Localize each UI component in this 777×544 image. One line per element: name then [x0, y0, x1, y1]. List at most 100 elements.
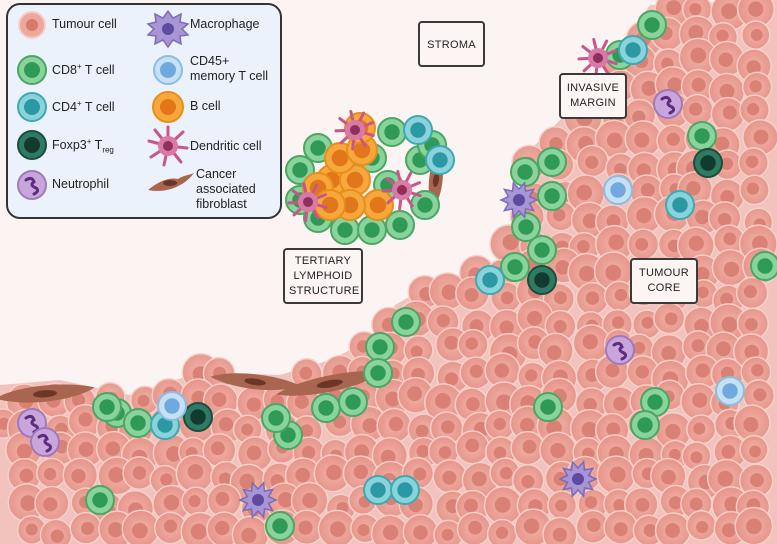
legend-icons — [17, 9, 194, 200]
tumour-cell — [202, 433, 237, 468]
tumour-cell — [457, 328, 489, 361]
tumour-core-label: TUMOUR CORE — [630, 258, 698, 304]
tumour-cell — [456, 511, 492, 544]
tumour-cell — [313, 454, 352, 493]
tumour-cell — [486, 518, 518, 544]
tumour-cell — [686, 509, 717, 541]
tumour-cell — [427, 435, 460, 468]
cd8-t-cell — [687, 121, 717, 151]
tumour-cell — [154, 511, 187, 544]
neutrophil — [653, 89, 683, 119]
memory-t-cell — [603, 175, 633, 205]
tumour-cell — [624, 120, 662, 158]
macrophage — [558, 460, 598, 498]
dendritic-cell-icon — [147, 125, 189, 167]
tumour-cell — [603, 510, 638, 544]
neutrophil-icon — [17, 170, 47, 200]
tumour-cell — [709, 303, 748, 342]
tumour-cell — [484, 352, 521, 389]
tumour-cell — [181, 486, 212, 517]
tumour-cell — [537, 332, 574, 369]
tumour-cell — [626, 355, 660, 389]
cd4-t-cell — [363, 475, 393, 505]
tls-line2: LYMPHOID — [293, 269, 353, 282]
tumour-cell — [36, 457, 67, 489]
tls-line3: STRUCTURE — [289, 284, 360, 297]
tumour-cell — [402, 513, 439, 544]
tumour-cell — [676, 226, 715, 265]
tumour-cell — [576, 144, 609, 178]
tumour-cell — [575, 281, 610, 316]
tumour-cell — [152, 484, 191, 524]
cd8-t-cell — [357, 215, 387, 245]
tumour-cell — [741, 71, 773, 103]
tertiary-lymphoid-structure-label: TERTIARY LYMPHOID STRUCTURE — [283, 248, 363, 304]
invasive-margin-line2: MARGIN — [570, 96, 616, 109]
tumour-cell — [603, 280, 635, 312]
tumour-cell — [734, 506, 774, 544]
cd8-t-cell — [533, 392, 563, 422]
tumour-cell — [455, 430, 490, 465]
tumour-cell — [69, 511, 103, 544]
tumour-cell — [539, 431, 577, 469]
tumour-cell — [739, 434, 769, 465]
b-cell-icon — [152, 91, 184, 123]
cd8-t-cell — [510, 157, 540, 187]
legend-treg-label: Foxp3+ Treg — [52, 137, 114, 155]
cd8-t-cell — [261, 403, 291, 433]
cancer-associated-fibroblast-icon — [148, 173, 194, 191]
tumour-cell-icon — [18, 11, 46, 39]
foxp3-treg-icon — [17, 130, 47, 160]
legend-dendritic-label: Dendritic cell — [190, 139, 262, 153]
tumour-cell — [572, 324, 611, 362]
tumour-cell — [542, 516, 578, 544]
legend-tumour-cell-label: Tumour cell — [52, 17, 117, 31]
memory-t-cell — [715, 376, 745, 406]
tumour-cell — [653, 302, 686, 335]
dendritic-cell — [334, 109, 375, 151]
tumour-cell — [627, 228, 660, 261]
tumour-cell — [484, 409, 516, 441]
cd8-t-cell — [500, 252, 530, 282]
fibroblast — [0, 384, 95, 403]
tumour-cell — [39, 518, 73, 544]
tumour-cell — [596, 455, 636, 495]
legend-memory-label: CD45+ memory T cell — [190, 54, 269, 83]
macrophage — [238, 481, 278, 519]
cd8-t-cell — [537, 181, 567, 211]
legend-caf-label: Cancer associated fibroblast — [196, 167, 256, 211]
tumour-cell — [231, 515, 270, 544]
tumour-cell — [510, 430, 545, 466]
tumour-cell — [34, 485, 70, 522]
cd8-t-cell — [527, 235, 557, 265]
treg-cell — [693, 148, 723, 178]
cd8-t-cell-icon — [17, 55, 47, 85]
cd8-t-cell — [511, 212, 541, 242]
tumour-cell — [370, 514, 409, 544]
cd8-t-cell — [630, 410, 660, 440]
cd8-t-cell — [330, 215, 360, 245]
cd8-t-cell — [365, 332, 395, 362]
tumour-cell — [654, 412, 693, 450]
tumour-cell — [740, 20, 771, 50]
tls-line1: TERTIARY — [294, 255, 352, 267]
tumour-cell — [290, 481, 329, 520]
neutrophil — [30, 427, 60, 457]
cd8-t-cell — [637, 10, 667, 40]
cd45-memory-t-cell-icon — [153, 55, 183, 85]
stroma-label-text: STROMA — [427, 39, 476, 51]
neutrophil — [605, 335, 635, 365]
invasive-margin-line1: INVASIVE — [566, 82, 620, 94]
treg-cell — [183, 402, 213, 432]
cd8-t-cell — [265, 511, 295, 541]
cd8-t-cell — [92, 392, 122, 422]
cd8-t-cell — [363, 358, 393, 388]
tumour-cell — [547, 490, 578, 521]
tumour-cell — [686, 414, 717, 445]
tumour-cell — [121, 509, 161, 544]
macrophage-icon — [146, 9, 190, 49]
cd8-t-cell — [750, 251, 777, 281]
dendritic-cell — [577, 37, 618, 79]
macrophage — [499, 181, 539, 219]
